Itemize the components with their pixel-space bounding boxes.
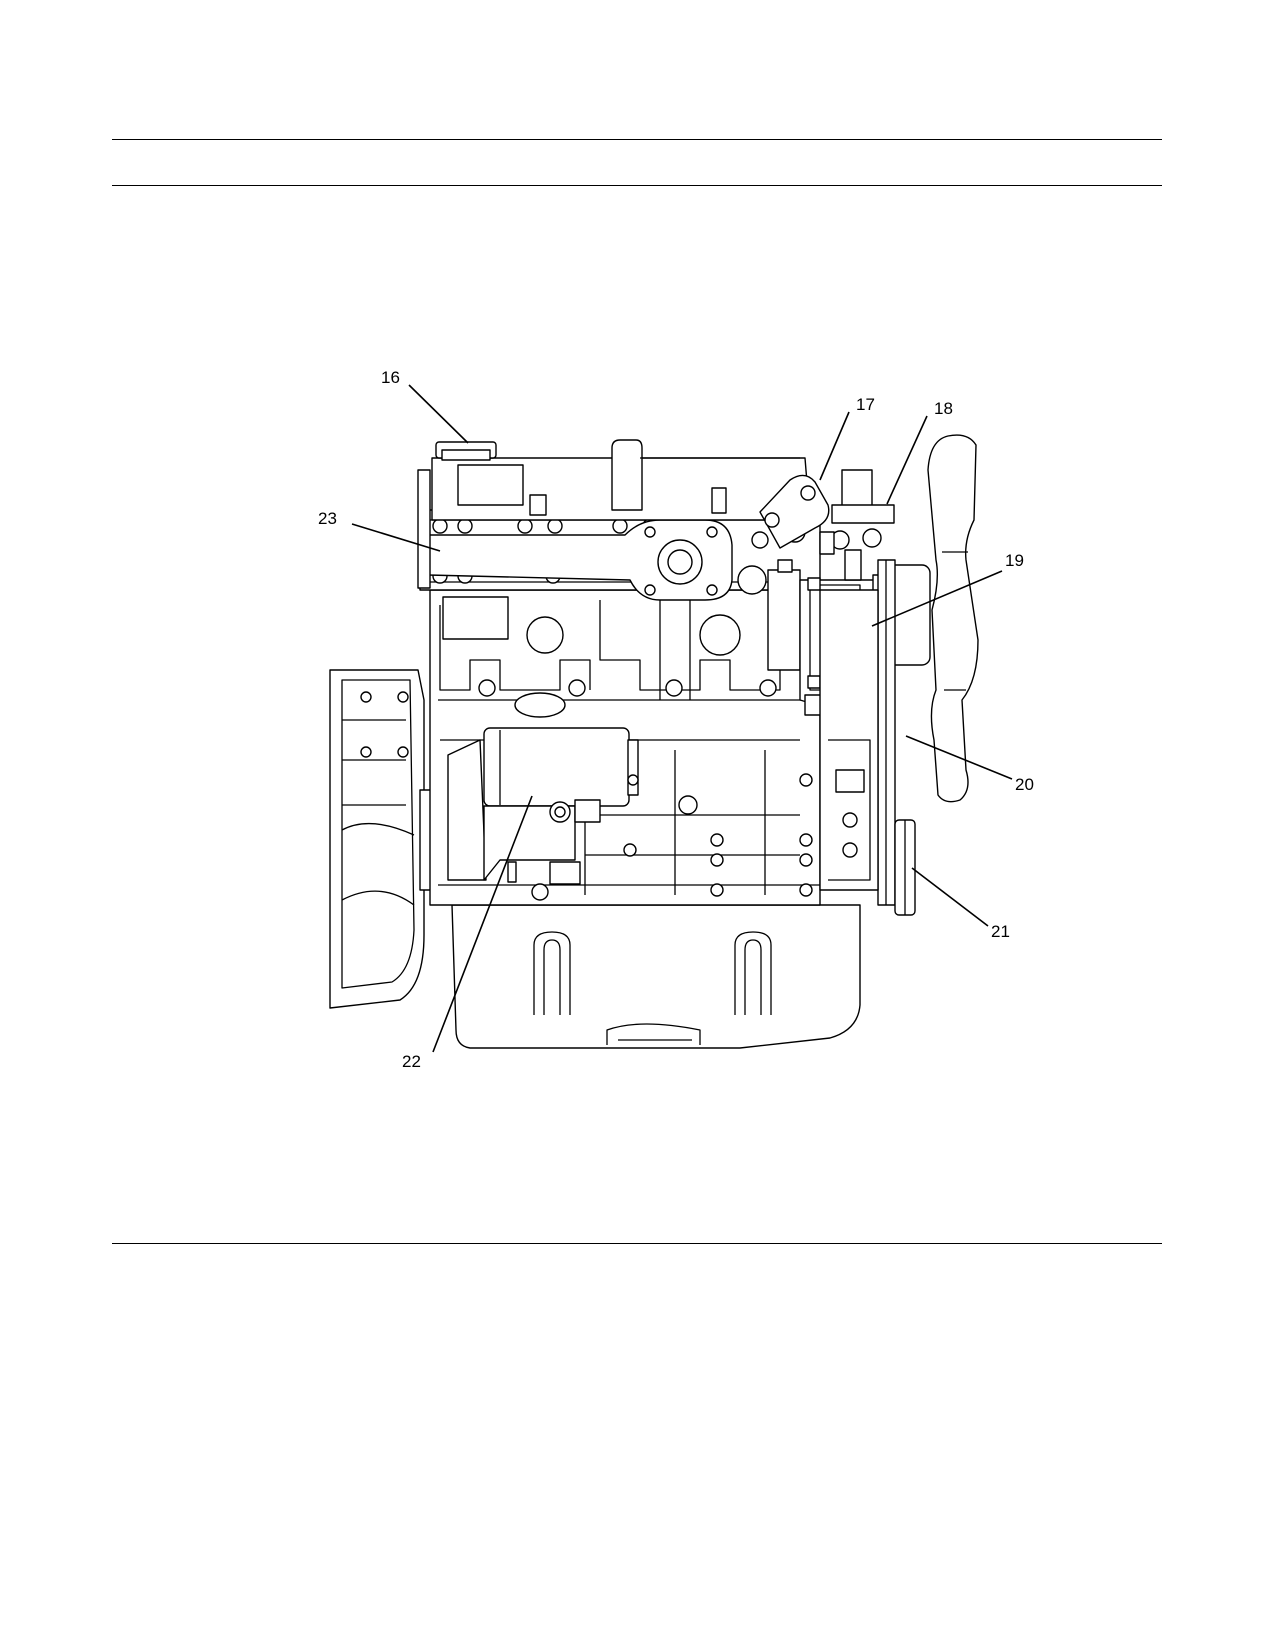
leader-17 xyxy=(819,411,850,481)
leader-19 xyxy=(871,570,1003,627)
callout-22: 22 xyxy=(402,1052,421,1071)
leader-lines xyxy=(351,384,1013,1053)
header-rule-bottom xyxy=(112,185,1162,186)
leader-23 xyxy=(351,523,441,552)
leader-16 xyxy=(408,384,469,444)
intake-manifold xyxy=(427,519,806,601)
crankshaft-pulley xyxy=(894,819,916,916)
callout-19: 19 xyxy=(1005,551,1024,570)
starter-motor xyxy=(447,727,639,885)
fan-belt xyxy=(877,559,896,906)
timing-cover xyxy=(819,589,879,891)
callout-21: 21 xyxy=(991,922,1010,941)
leader-18 xyxy=(886,415,928,505)
callout-17: 17 xyxy=(856,395,875,414)
oil-pan xyxy=(451,904,861,1049)
flywheel-housing xyxy=(329,669,443,1009)
callout-18: 18 xyxy=(934,399,953,418)
leader-22 xyxy=(432,795,533,1053)
leader-20 xyxy=(905,735,1013,780)
footer-rule xyxy=(112,1243,1162,1244)
thermostat-housing xyxy=(819,469,895,555)
callout-16: 16 xyxy=(381,368,400,387)
lifting-eye xyxy=(759,474,830,549)
leader-21 xyxy=(911,867,989,927)
callout-23: 23 xyxy=(318,509,337,528)
callout-20: 20 xyxy=(1015,775,1034,794)
callout-labels: 16 17 18 19 20 21 22 23 xyxy=(318,368,1034,1071)
header-rule-top xyxy=(112,139,1162,140)
